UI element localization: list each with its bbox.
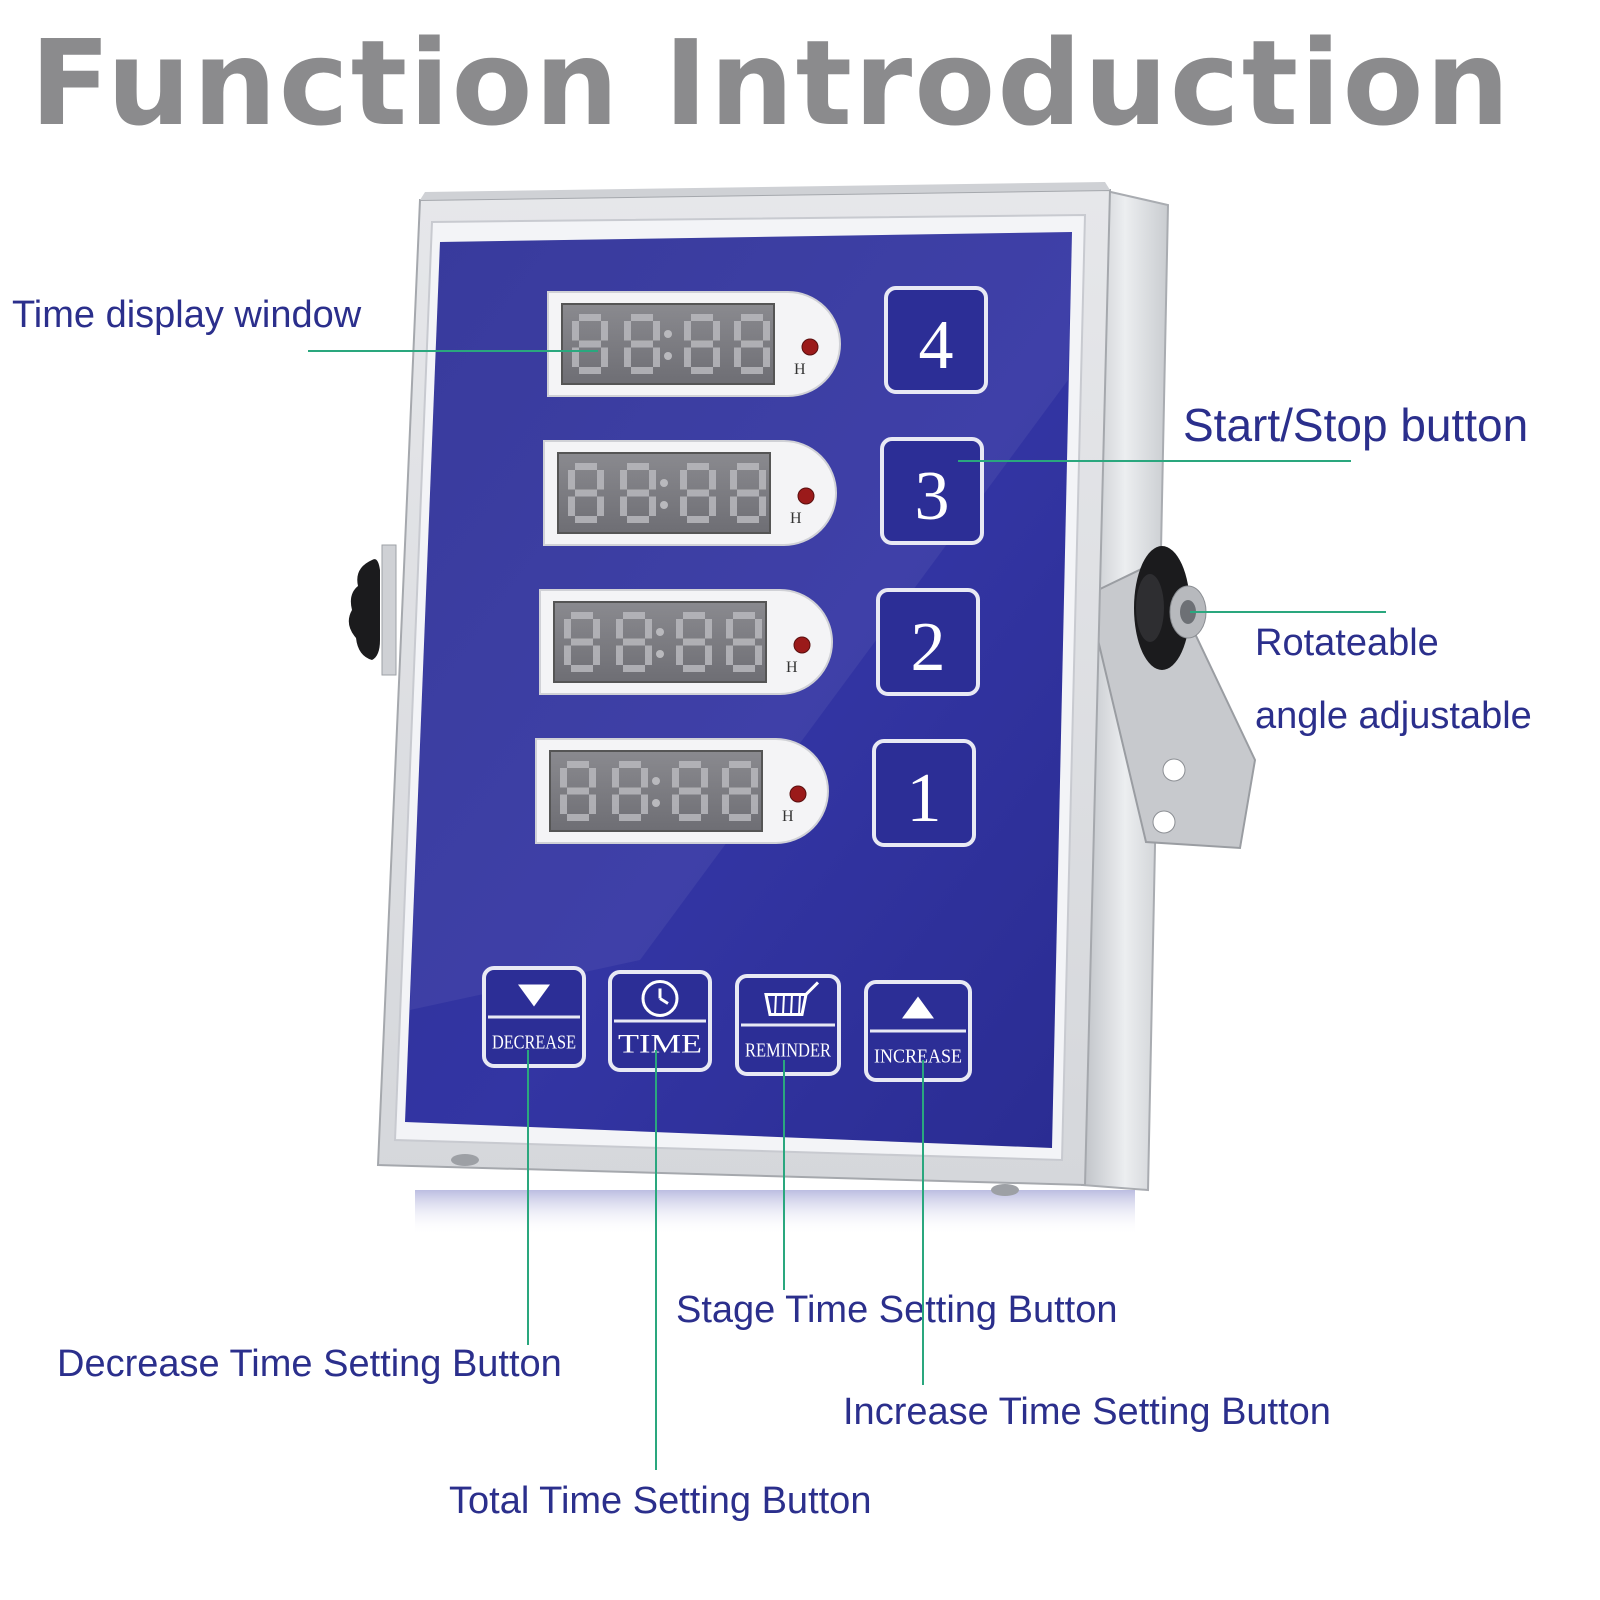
reminder-button[interactable]: REMINDER (735, 974, 841, 1076)
leader-line-stage-time (783, 1060, 785, 1290)
status-led-icon (789, 785, 807, 803)
channel-number: 3 (915, 458, 950, 535)
label-total-time-setting: Total Time Setting Button (449, 1480, 872, 1522)
label-increase-time-setting: Increase Time Setting Button (843, 1391, 1331, 1433)
channel-number: 2 (911, 609, 946, 686)
display-indicator: H (794, 361, 806, 378)
label-angle-adjustable: angle adjustable (1255, 695, 1532, 737)
page-title: Function Introduction (30, 14, 1512, 152)
left-knob-icon (348, 544, 397, 676)
button-label: INCREASE (874, 1045, 962, 1067)
bracket-hole (1152, 810, 1176, 834)
label-rotateable: Rotateable (1255, 622, 1439, 664)
start-stop-button-4[interactable]: 4 (884, 286, 988, 394)
status-led-icon (797, 487, 815, 505)
status-led-icon (793, 636, 811, 654)
channel-number: 4 (919, 307, 954, 384)
leader-line-increase (922, 1060, 924, 1385)
status-led-icon (801, 338, 819, 356)
display-indicator: H (782, 808, 794, 825)
clock-icon (641, 979, 679, 1017)
leader-line-total-time (655, 1050, 657, 1470)
device-foot (991, 1184, 1019, 1196)
button-label: DECREASE (492, 1031, 576, 1053)
time-display-window: H (535, 738, 829, 844)
start-stop-button-1[interactable]: 1 (872, 739, 976, 847)
right-knob-icon (1134, 546, 1207, 670)
up-triangle-icon (902, 996, 934, 1019)
leader-line-rotate (1190, 611, 1386, 613)
display-indicator: H (786, 659, 798, 676)
label-start-stop-button: Start/Stop button (1183, 399, 1529, 451)
device-reflection (415, 1190, 1135, 1235)
label-stage-time-setting: Stage Time Setting Button (676, 1289, 1118, 1331)
housing-top (420, 182, 1110, 200)
basket-icon (764, 981, 820, 1016)
bracket-hole (1162, 758, 1186, 782)
button-label: TIME (618, 1029, 702, 1058)
decrease-button[interactable]: DECREASE (482, 966, 586, 1068)
time-button[interactable]: TIME (608, 970, 712, 1072)
start-stop-button-2[interactable]: 2 (876, 588, 980, 696)
time-display-window: H (543, 440, 837, 546)
display-indicator: H (790, 510, 802, 527)
leader-line-time-display (308, 350, 598, 352)
start-stop-button-3[interactable]: 3 (880, 437, 984, 545)
time-display-window: H (539, 589, 833, 695)
channel-number: 1 (907, 760, 942, 837)
down-triangle-icon (518, 984, 550, 1007)
button-label: REMINDER (745, 1039, 832, 1061)
device-foot (451, 1154, 479, 1166)
time-display-window: H (547, 291, 841, 397)
label-time-display-window: Time display window (12, 294, 362, 336)
label-decrease-time-setting: Decrease Time Setting Button (57, 1343, 562, 1385)
leader-line-start-stop (958, 460, 1351, 462)
leader-line-decrease (527, 1050, 529, 1345)
increase-button[interactable]: INCREASE (864, 980, 972, 1082)
